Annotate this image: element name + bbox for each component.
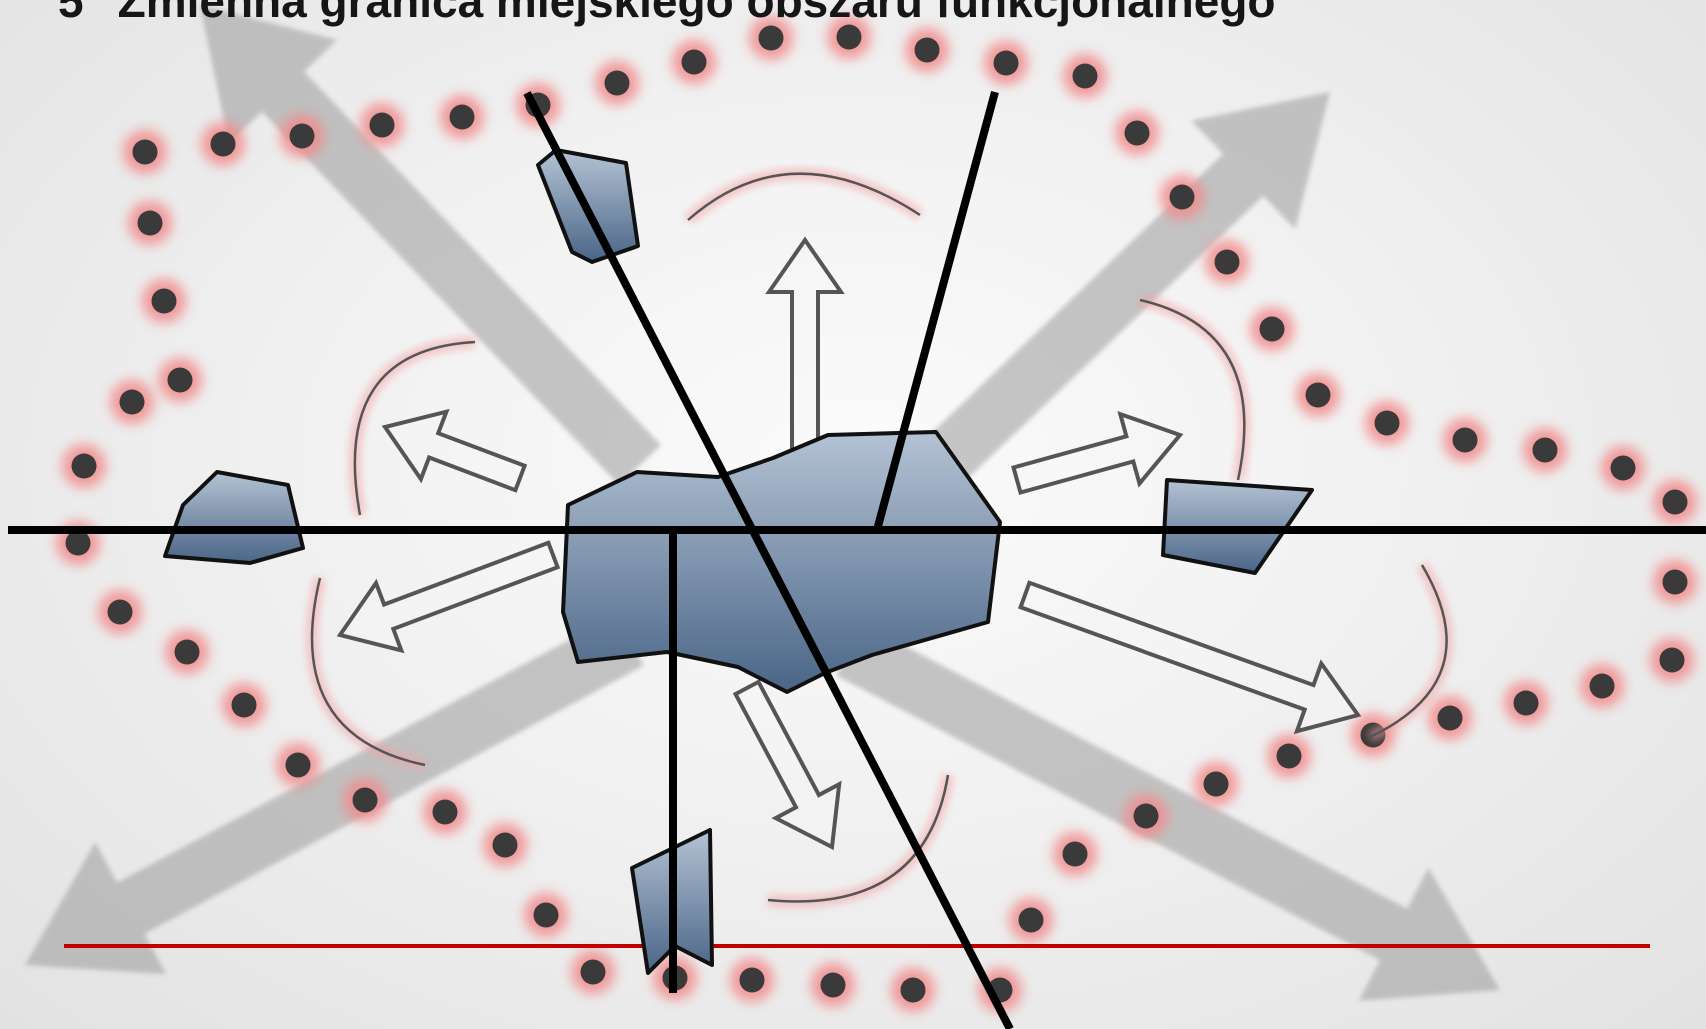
boundary-dot [1296,373,1340,417]
boundary-dot [891,968,935,1012]
boundary-dot [123,130,167,174]
boundary-dot [165,630,209,674]
boundary-dot [595,61,639,105]
boundary-dot [1428,696,1472,740]
small-arrow-upper-right [1014,414,1181,492]
boundary-dot [811,963,855,1007]
boundary-dot [1653,560,1697,604]
boundary-dot [571,950,615,994]
boundary-dot [1523,428,1567,472]
boundary-dot [1443,418,1487,462]
boundary-dot [905,28,949,72]
satellite-left [165,472,303,563]
boundary-dot [280,114,324,158]
boundary-dot [222,683,266,727]
boundary-dot [1194,762,1238,806]
boundary-dot [128,201,172,245]
boundary-dot [984,41,1028,85]
small-arrow-lower-right [1021,583,1358,731]
boundary-dot [98,590,142,634]
boundary-dot [1053,832,1097,876]
boundary-dot [343,778,387,822]
boundary-dot [62,444,106,488]
boundary-dot [672,40,716,84]
boundary-dot [1653,480,1697,524]
boundary-dot [440,95,484,139]
boundary-dot [1504,681,1548,725]
boundary-dot [142,279,186,323]
arc-top [688,174,920,220]
boundary-dot [158,358,202,402]
boundary-dot [276,743,320,787]
boundary-dot [1650,638,1694,682]
boundary-dot [1601,446,1645,490]
small-arrow-lower-left [340,543,558,651]
boundary-dot [483,823,527,867]
boundary-dot [1365,401,1409,445]
small-arrow-down [736,682,840,847]
boundary-dot [1115,111,1159,155]
slide-title-text: Zmienna granica miejskiego obszaru funkc… [118,0,1276,27]
boundary-dot [730,958,774,1002]
boundary-dot [1250,307,1294,351]
boundary-dot [1063,54,1107,98]
boundary-dot [1580,664,1624,708]
slide-title: 5 Zmienna granica miejskiego obszaru funk… [58,0,1276,24]
boundary-dot [1009,898,1053,942]
boundary-dot [201,122,245,166]
boundary-dot [524,893,568,937]
boundary-dot [1267,734,1311,778]
slide-number: 5 [58,0,84,27]
boundary-dot [360,103,404,147]
small-arrow-upper-left [385,412,525,491]
boundary-dot [110,380,154,424]
boundary-dot [1124,794,1168,838]
boundary-dot [1205,240,1249,284]
boundary-dot [423,790,467,834]
boundary-dot [1160,175,1204,219]
